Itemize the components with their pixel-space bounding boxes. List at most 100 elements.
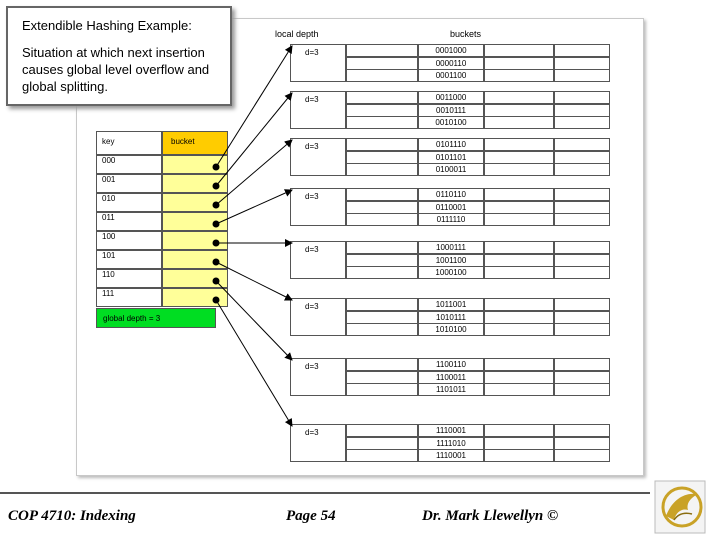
bucket-empty-slot xyxy=(484,163,554,177)
pointer-dot xyxy=(212,182,220,190)
bucket-slot-row: 0010100 xyxy=(346,116,610,130)
directory-key-001: 001 xyxy=(96,174,162,193)
bucket-empty-slot xyxy=(554,323,610,337)
bucket-empty-slot xyxy=(554,138,610,151)
bucket-empty-slot xyxy=(484,436,554,450)
bucket-value: 0011000 xyxy=(418,91,484,104)
bucket-empty-slot xyxy=(346,436,418,450)
bucket-slot-row: 1110001 xyxy=(346,449,610,463)
bucket-value: 1010100 xyxy=(418,323,484,337)
footer-author: Dr. Mark Llewellyn © xyxy=(422,508,559,524)
bucket-slot-row: 1111010 xyxy=(346,436,610,450)
bucket-empty-slot xyxy=(484,383,554,397)
footer-course: COP 4710: Indexing xyxy=(8,508,136,524)
bucket-empty-slot xyxy=(484,150,554,164)
bucket-empty-slot xyxy=(346,116,418,130)
bucket-slot-row: 0010111 xyxy=(346,103,610,117)
bucket-slot-row: 0001000 xyxy=(346,44,610,57)
bucket-empty-slot xyxy=(346,241,418,254)
bucket-slot-row: 1010100 xyxy=(346,323,610,337)
bucket-empty-slot xyxy=(554,310,610,324)
title-box: Extendible Hashing Example: Situation at… xyxy=(6,6,232,106)
directory-pointer-110 xyxy=(162,269,228,288)
bucket-value: 1110001 xyxy=(418,449,484,463)
bucket-value: 1000100 xyxy=(418,266,484,280)
pointer-arrow xyxy=(215,189,293,225)
bucket-empty-slot xyxy=(346,56,418,70)
bucket-empty-slot xyxy=(554,91,610,104)
bucket-slot-row: 0001100 xyxy=(346,69,610,83)
bucket-value: 0110110 xyxy=(418,188,484,201)
bucket-empty-slot xyxy=(554,150,610,164)
local-depth-label: d=3 xyxy=(290,298,346,336)
bucket-slot-row: 1000111 xyxy=(346,241,610,254)
footer-page: Page 54 xyxy=(286,508,336,524)
bucket-empty-slot xyxy=(346,213,418,227)
buckets-header: buckets xyxy=(450,29,482,39)
directory-key-011: 011 xyxy=(96,212,162,231)
bucket-slot-row: 1000100 xyxy=(346,266,610,280)
bucket-empty-slot xyxy=(554,298,610,311)
bucket-value: 1000111 xyxy=(418,241,484,254)
directory-key-010: 010 xyxy=(96,193,162,212)
pointer-arrow xyxy=(215,139,293,206)
bucket-empty-slot xyxy=(484,323,554,337)
bucket-slot-row: 0110110 xyxy=(346,188,610,201)
bucket-value: 0001000 xyxy=(418,44,484,57)
bucket-empty-slot xyxy=(484,358,554,371)
bucket-empty-slot xyxy=(554,370,610,384)
bucket-column-header: bucket xyxy=(162,131,228,155)
bucket-empty-slot xyxy=(346,323,418,337)
bucket-slot-row: 0101101 xyxy=(346,150,610,164)
directory-pointer-011 xyxy=(162,212,228,231)
footer: COP 4710: Indexing Page 54 Dr. Mark Llew… xyxy=(0,490,720,540)
bucket-empty-slot xyxy=(484,310,554,324)
bucket-empty-slot xyxy=(346,358,418,371)
bucket-empty-slot xyxy=(554,383,610,397)
bucket-empty-slot xyxy=(484,116,554,130)
bucket-value: 1110001 xyxy=(418,424,484,437)
bucket-empty-slot xyxy=(346,103,418,117)
pointer-dot xyxy=(212,220,220,228)
bucket-empty-slot xyxy=(554,69,610,83)
bucket-empty-slot xyxy=(484,213,554,227)
bucket-slot-row: 1101011 xyxy=(346,383,610,397)
footer-rule xyxy=(0,492,650,494)
bucket-empty-slot xyxy=(346,298,418,311)
local-depth-header: local depth xyxy=(275,29,319,39)
bucket-empty-slot xyxy=(346,44,418,57)
bucket-slot-row: 0100011 xyxy=(346,163,610,177)
bucket-empty-slot xyxy=(346,310,418,324)
bucket-value: 1010111 xyxy=(418,310,484,324)
pointer-dot xyxy=(212,163,220,171)
bucket-empty-slot xyxy=(484,188,554,201)
directory-key-100: 100 xyxy=(96,231,162,250)
bucket-empty-slot xyxy=(484,266,554,280)
bucket-empty-slot xyxy=(554,188,610,201)
local-depth-label: d=3 xyxy=(290,138,346,176)
bucket-empty-slot xyxy=(484,69,554,83)
local-depth-label: d=3 xyxy=(290,44,346,82)
bucket-slot-row: 1100110 xyxy=(346,358,610,371)
local-depth-label: d=3 xyxy=(290,188,346,226)
pointer-arrow xyxy=(215,261,293,301)
local-depth-label: d=3 xyxy=(290,241,346,279)
slide-title: Extendible Hashing Example: xyxy=(22,18,192,33)
directory-pointer-000 xyxy=(162,155,228,174)
bucket-empty-slot xyxy=(554,163,610,177)
bucket-empty-slot xyxy=(554,44,610,57)
bucket-empty-slot xyxy=(346,200,418,214)
bucket-slot-row: 0110001 xyxy=(346,200,610,214)
bucket-empty-slot xyxy=(346,253,418,267)
pointer-dot xyxy=(212,258,220,266)
directory-key-000: 000 xyxy=(96,155,162,174)
bucket-value: 0001100 xyxy=(418,69,484,83)
bucket-value: 1101011 xyxy=(418,383,484,397)
bucket-value: 1001100 xyxy=(418,253,484,267)
bucket-empty-slot xyxy=(554,424,610,437)
bucket-value: 1100011 xyxy=(418,370,484,384)
bucket-empty-slot xyxy=(346,138,418,151)
bucket-slot-row: 1001100 xyxy=(346,253,610,267)
bucket-empty-slot xyxy=(346,383,418,397)
bucket-slot-row: 0101110 xyxy=(346,138,610,151)
